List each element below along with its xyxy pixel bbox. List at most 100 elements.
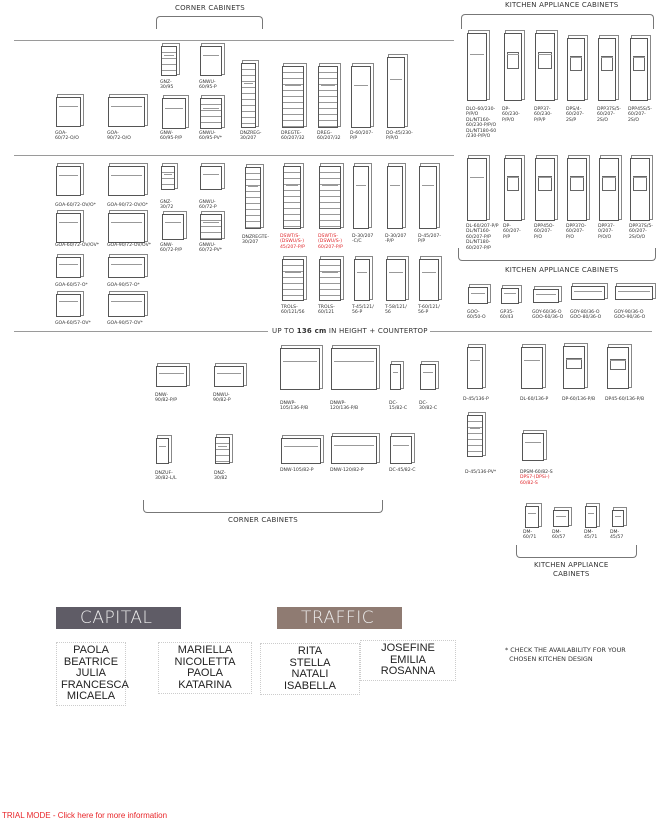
cabinet-drawing — [108, 166, 145, 196]
divider — [14, 331, 268, 332]
cabinet-label: GOA-60/72-OV/OV* — [55, 243, 100, 248]
cabinet-drawing — [522, 433, 544, 461]
bracket — [516, 545, 637, 558]
name: KATARINA — [178, 678, 232, 691]
cabinet-label: GOA-90/57-OV* — [107, 321, 143, 326]
availability-note: * CHECK THE AVAILABILITY FOR YOUR CHOSEN… — [505, 646, 626, 663]
cabinet-label: GNW- 60/95-P/P — [160, 131, 182, 142]
cabinet-drawing — [419, 259, 439, 301]
cabinet-drawing — [215, 437, 230, 464]
cabinet-drawing — [56, 97, 81, 127]
cabinet-drawing — [387, 57, 405, 128]
cabinet-label: GOY-90/36-O GOO-90/36-O — [614, 310, 646, 321]
cabinet-drawing — [504, 33, 522, 101]
height-suffix: IN HEIGHT + COUNTERTOP — [326, 327, 428, 335]
cabinet-label: GNW- 60/72-P/P — [160, 243, 182, 254]
cabinet-label: DNW- 90/82-P/P — [155, 393, 177, 404]
capital-names-col1: PAOLA BEATRICE JULIA FRANCESCA MICAELA — [56, 642, 129, 706]
cabinet-drawing — [282, 259, 304, 301]
name: STELLA — [289, 656, 331, 669]
name: PAOLA — [73, 644, 109, 656]
kitchen-appliance-heading: KITCHEN APPLIANCE CABINETS — [505, 1, 619, 9]
cabinet-drawing — [56, 257, 81, 278]
cabinet-label: GOA-60/57-O* — [55, 283, 88, 288]
cabinet-drawing — [156, 366, 187, 387]
divider — [430, 331, 652, 332]
cabinet-drawing — [200, 98, 222, 129]
cabinet-drawing — [245, 167, 261, 229]
cabinet-drawing — [535, 33, 555, 101]
cabinet-drawing — [387, 166, 403, 229]
cabinet-drawing — [200, 46, 222, 76]
name: EMILIA — [389, 653, 427, 666]
bracket — [461, 14, 654, 29]
bracket — [458, 248, 656, 261]
cabinet-label: DPSM-60/82-S — [520, 470, 553, 475]
cabinet-label: DM- 45/57 — [610, 530, 624, 541]
name: NICOLETTA — [174, 655, 236, 668]
traffic-collection-banner: TRAFFIC — [277, 607, 402, 629]
name: RITA — [297, 645, 323, 657]
bracket — [143, 500, 383, 513]
cabinet-drawing — [467, 33, 487, 101]
cabinet-label-variant: DPS7-(DPSi-) 60/82-S — [520, 475, 550, 486]
traffic-names-col1: RITA STELLA NATALI ISABELLA — [260, 643, 360, 695]
cabinet-label: D-30/207 -C/C — [352, 234, 374, 245]
cabinet-label: DC- 15/82-C — [389, 401, 408, 412]
cabinet-label: GOY-80/36-O GOO-80/36-O — [570, 310, 602, 321]
cabinet-drawing — [351, 66, 371, 128]
corner-cabinets-heading: CORNER CABINETS — [228, 516, 298, 524]
cabinet-label: DLO-60/230- P/P/O DL/NT160- 60/230-P/P/O… — [466, 107, 497, 140]
cabinet-drawing — [281, 438, 321, 464]
cabinet-drawing — [161, 166, 175, 190]
kitchen-appliance-heading: KITCHEN APPLIANCE CABINETS — [534, 561, 609, 578]
cabinet-drawing — [156, 438, 169, 464]
cabinet-label: DREG- 60/207/32 — [317, 131, 341, 142]
height-value: 136 cm — [296, 327, 327, 335]
cabinet-label: DREGTE- 60/207/32 — [281, 131, 305, 142]
cabinet-label: GOA-90/72-OV/O* — [107, 203, 148, 208]
cabinet-label: DNZUF- 30/82-L/L — [155, 471, 177, 482]
cabinet-drawing — [612, 510, 624, 527]
cabinet-drawing — [108, 97, 145, 127]
cabinet-label: DNZ- 30/82 — [214, 471, 228, 482]
cabinet-drawing — [571, 286, 605, 300]
cabinet-drawing — [241, 63, 256, 128]
cabinet-drawing — [56, 166, 81, 196]
cabinet-label: TROLS- 60/121 — [318, 305, 335, 316]
cabinet-drawing — [161, 46, 177, 76]
cabinet-drawing — [108, 294, 145, 317]
cabinet-label: GNWU- 60/72-PV* — [199, 243, 223, 254]
height-prefix: UP TO — [272, 327, 297, 335]
cabinet-drawing — [468, 287, 488, 304]
cabinet-label: GNWU- 60/95-PV* — [199, 131, 223, 142]
cabinet-drawing — [200, 214, 222, 240]
cabinet-label: DSWT/S- (DSWU/S-) 60/207-P/P — [318, 234, 343, 250]
cabinet-label: GNWU- 60/95-P — [199, 80, 217, 91]
cabinet-label: D-45/136-P — [463, 397, 489, 402]
cabinet-label: GP35- 60/43 — [500, 310, 514, 321]
cabinet-drawing — [419, 166, 437, 229]
cabinet-drawing — [390, 364, 401, 390]
name: MICAELA — [66, 690, 116, 702]
cabinet-drawing — [553, 510, 569, 527]
cabinet-label: DNWP- 120/136-P/B — [330, 401, 359, 412]
cabinet-label: DM- 45/71 — [584, 530, 598, 541]
kitchen-appliance-heading: KITCHEN APPLIANCE CABINETS — [505, 266, 619, 274]
cabinet-drawing — [420, 364, 436, 390]
cabinet-drawing — [386, 259, 406, 301]
name: FRANCESCA — [61, 678, 129, 691]
trial-mode-link[interactable]: TRIAL MODE - Click here for more informa… — [2, 811, 168, 820]
cabinet-drawing — [525, 506, 539, 528]
capital-names-col2: MARIELLA NICOLETTA PAOLA KATARINA — [158, 642, 252, 694]
cabinet-label: DM- 60/71 — [523, 530, 537, 541]
cabinet-drawing — [319, 166, 341, 229]
traffic-names-col2: JOSEFINE EMILIA ROSANNA — [360, 640, 456, 681]
cabinet-label: DNW-105/82-P — [280, 468, 314, 473]
cabinet-drawing — [283, 166, 301, 229]
cabinet-label: DNWP- 105/136-P/B — [280, 401, 309, 412]
cabinet-drawing — [615, 286, 653, 300]
cabinet-label: DPP45O- 60/207- P/O — [534, 224, 555, 240]
cabinet-label: DPP37O- 60/207- P/O — [566, 224, 587, 240]
cabinet-drawing — [56, 213, 81, 243]
